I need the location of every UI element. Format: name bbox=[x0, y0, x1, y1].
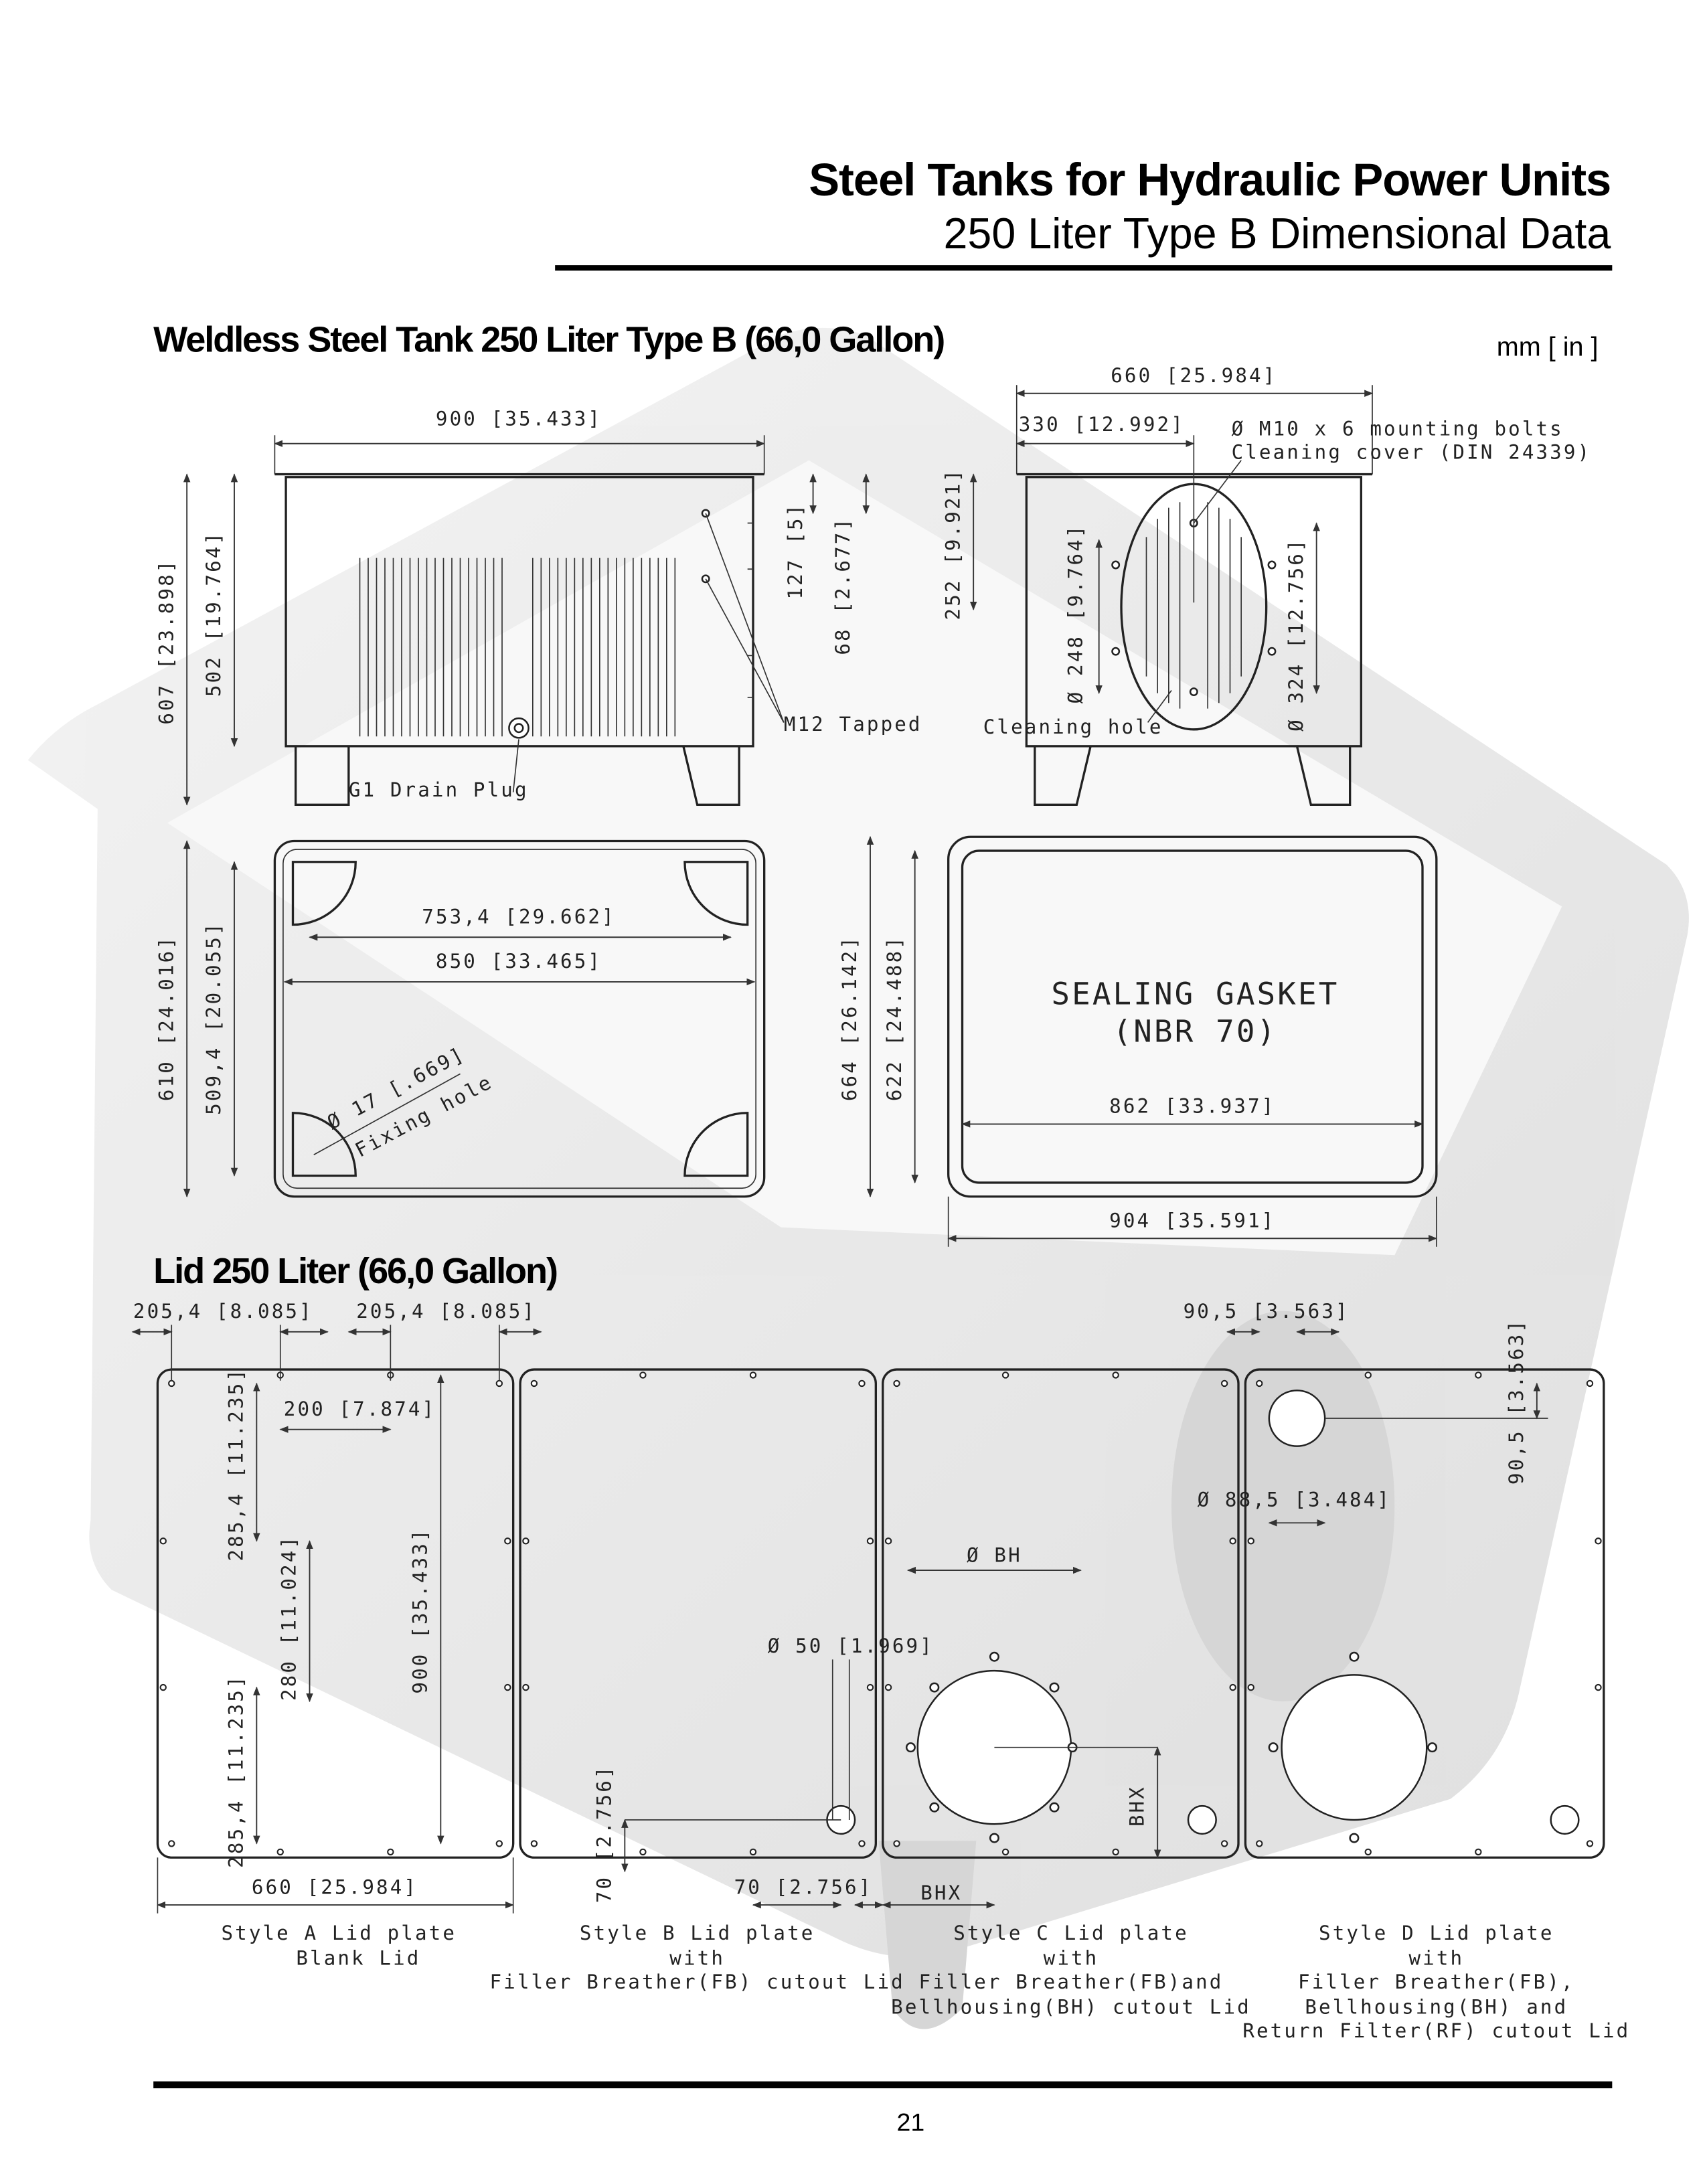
caption-a-line: Blank Lid bbox=[296, 1947, 420, 1970]
lid-section-title: Lid 250 Liter (66,0 Gallon) bbox=[153, 1251, 557, 1291]
gasket-height-outer-dim: 664 [26.142] bbox=[838, 935, 861, 1101]
caption-b-line: Filler Breather(FB) cutout Lid bbox=[489, 1970, 904, 1993]
lid-dim-280: 280 [11.024] bbox=[278, 1535, 301, 1701]
front-height-total-dim: 607 [23.898] bbox=[155, 559, 177, 725]
tank-section-title: Weldless Steel Tank 250 Liter Type B (66… bbox=[153, 319, 944, 359]
lid-plates bbox=[131, 1325, 1605, 1914]
lid-dim-660: 660 [25.984] bbox=[252, 1875, 418, 1898]
side-dia-324-dim: Ø 324 [12.756] bbox=[1285, 537, 1307, 732]
side-half-width-dim: 330 [12.992] bbox=[1019, 413, 1185, 436]
lid-dim-205-left: 205,4 [8.085] bbox=[133, 1300, 313, 1323]
gasket-material: (NBR 70) bbox=[1113, 1013, 1278, 1049]
m12-tapped-label: M12 Tapped bbox=[784, 713, 922, 736]
lid-c-bhx-horizontal: BHX bbox=[920, 1881, 962, 1904]
lid-dim-200: 200 [7.874] bbox=[284, 1398, 436, 1420]
gasket-label: SEALING GASKET bbox=[1051, 975, 1339, 1011]
caption-d-line: Return Filter(RF) cutout Lid bbox=[1242, 2019, 1630, 2042]
caption-c-line: Style C Lid plate bbox=[953, 1922, 1189, 1944]
cleaning-hole-label: Cleaning hole bbox=[983, 716, 1163, 738]
side-width-dim: 660 [25.984] bbox=[1111, 364, 1277, 387]
lid-b-dia-50: Ø 50 [1.969] bbox=[768, 1634, 934, 1657]
lid-b-70-vertical: 70 [2.756] bbox=[593, 1764, 616, 1903]
background-tank-image bbox=[27, 327, 1689, 2029]
sealing-gasket-view bbox=[866, 835, 1438, 1247]
front-dim-127: 127 [5] bbox=[784, 503, 807, 600]
units-label: mm [ in ] bbox=[1497, 333, 1599, 362]
lid-dim-285-bottom: 285,4 [11.235] bbox=[225, 1674, 248, 1867]
lid-c-bhx-vertical: BHX bbox=[1125, 1785, 1148, 1827]
cleaning-cover-label: Cleaning cover (DIN 24339) bbox=[1232, 441, 1592, 464]
caption-c-line: with bbox=[1044, 1947, 1099, 1970]
caption-b-line: Style B Lid plate bbox=[580, 1922, 815, 1944]
caption-c-line: Bellhousing(BH) cutout Lid bbox=[891, 1996, 1251, 2019]
tank-side-view bbox=[969, 385, 1374, 806]
lid-d-dia-88: Ø 88,5 [3.484] bbox=[1198, 1488, 1392, 1511]
page-number: 21 bbox=[897, 2108, 925, 2136]
lid-dim-900: 900 [35.433] bbox=[409, 1527, 432, 1693]
caption-d-line: Filler Breather(FB), bbox=[1298, 1970, 1575, 1993]
top-height-inner-dim: 509,4 [20.055] bbox=[202, 921, 225, 1114]
ribs bbox=[359, 558, 676, 737]
caption-d-line: Bellhousing(BH) and bbox=[1305, 1996, 1568, 2019]
gasket-outer-width-dim: 904 [35.591] bbox=[1109, 1209, 1275, 1232]
caption-d-line: Style D Lid plate bbox=[1319, 1922, 1554, 1944]
front-height-body-dim: 502 [19.764] bbox=[202, 531, 225, 697]
top-outer-width-dim: 850 [33.465] bbox=[436, 950, 602, 973]
page-title: Steel Tanks for Hydraulic Power Units bbox=[809, 154, 1611, 205]
caption-c-line: Filler Breather(FB)and bbox=[919, 1970, 1224, 1993]
side-height-252-dim: 252 [9.921] bbox=[941, 468, 964, 620]
lid-dim-205-right: 205,4 [8.085] bbox=[356, 1300, 536, 1323]
lid-captions: Style A Lid plate Blank Lid Style B Lid … bbox=[221, 1922, 1630, 2042]
lid-dim-285-top: 285,4 [11.235] bbox=[225, 1367, 248, 1562]
caption-d-line: with bbox=[1408, 1947, 1464, 1970]
front-dim-68: 68 [2.677] bbox=[831, 517, 854, 655]
caption-b-line: with bbox=[669, 1947, 725, 1970]
gasket-height-inner-dim: 622 [24.488] bbox=[883, 935, 906, 1101]
lid-b-70-horizontal: 70 [2.756] bbox=[734, 1875, 873, 1898]
lid-d-90-vertical: 90,5 [3.563] bbox=[1505, 1319, 1528, 1485]
gasket-inner-width-dim: 862 [33.937] bbox=[1109, 1095, 1275, 1118]
top-height-outer-dim: 610 [24.016] bbox=[155, 935, 177, 1101]
caption-a-line: Style A Lid plate bbox=[221, 1922, 457, 1944]
tank-top-view bbox=[183, 839, 766, 1198]
drain-plug-label: G1 Drain Plug bbox=[349, 778, 529, 801]
top-inner-width-dim: 753,4 [29.662] bbox=[422, 905, 616, 928]
lid-c-bh-dia: Ø BH bbox=[967, 1544, 1022, 1567]
page-subtitle: 250 Liter Type B Dimensional Data bbox=[944, 209, 1611, 258]
mounting-bolts-label: Ø M10 x 6 mounting bolts bbox=[1232, 417, 1564, 440]
side-dia-248-dim: Ø 248 [9.764] bbox=[1064, 524, 1087, 704]
front-width-dim: 900 [35.433] bbox=[436, 408, 602, 430]
lid-d-90-horizontal: 90,5 [3.563] bbox=[1184, 1300, 1350, 1323]
tank-front-view bbox=[183, 435, 870, 806]
